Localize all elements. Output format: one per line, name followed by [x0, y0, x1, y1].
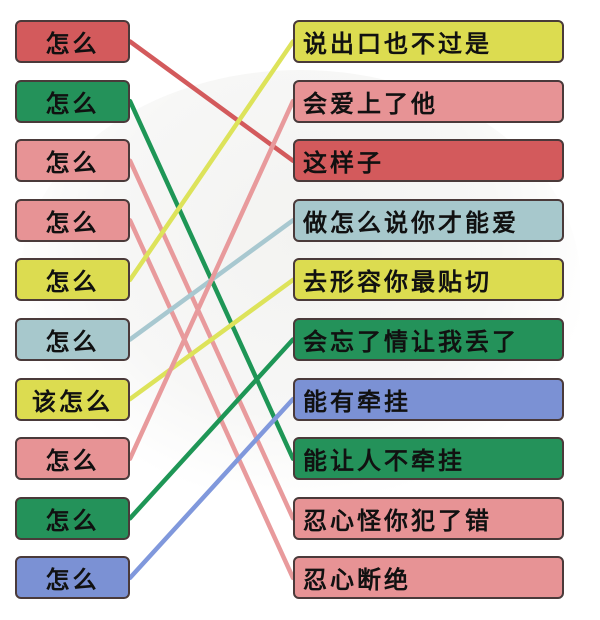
right-card-4[interactable]: 去形容你最贴切: [293, 258, 564, 302]
connection-line-6: [127, 277, 296, 402]
left-card-label: 该怎么: [32, 387, 113, 416]
connection-line-8: [127, 337, 296, 521]
right-card-1[interactable]: 会爱上了他: [293, 79, 564, 123]
right-card-label: 说出口也不过是: [303, 30, 492, 58]
right-card-8[interactable]: 忍心怪你犯了错: [293, 496, 564, 540]
left-card-label: 怎么: [45, 30, 100, 58]
left-card-9[interactable]: 怎么: [15, 556, 130, 600]
right-card-9[interactable]: 忍心断绝: [293, 556, 564, 600]
left-card-3[interactable]: 怎么: [15, 198, 130, 242]
right-card-7[interactable]: 能让人不牵挂: [293, 437, 564, 481]
right-card-label: 会爱上了他: [303, 89, 438, 118]
right-card-label: 这样子: [303, 149, 384, 178]
right-card-label: 忍心断绝: [303, 566, 411, 595]
right-card-label: 能让人不牵挂: [303, 447, 465, 476]
right-card-label: 做怎么说你才能爱: [303, 208, 519, 237]
left-card-0[interactable]: 怎么: [15, 20, 130, 63]
connection-line-3: [127, 218, 296, 581]
right-card-label: 能有牵挂: [303, 387, 411, 416]
left-card-label: 怎么: [45, 506, 100, 535]
right-card-label: 会忘了情让我丢了: [303, 328, 519, 356]
left-card-5[interactable]: 怎么: [15, 318, 130, 361]
connection-line-7: [127, 98, 296, 461]
left-card-label: 怎么: [45, 268, 100, 297]
left-card-2[interactable]: 怎么: [15, 139, 130, 183]
left-card-8[interactable]: 怎么: [15, 496, 130, 540]
right-card-5[interactable]: 会忘了情让我丢了: [293, 318, 564, 361]
left-card-label: 怎么: [45, 89, 100, 118]
left-card-label: 怎么: [45, 149, 100, 178]
connection-line-9: [127, 396, 296, 581]
right-card-2[interactable]: 这样子: [293, 139, 564, 183]
connection-line-0: [127, 39, 296, 163]
right-card-0[interactable]: 说出口也不过是: [293, 20, 564, 63]
right-card-label: 忍心怪你犯了错: [303, 506, 492, 535]
left-card-7[interactable]: 怎么: [15, 437, 130, 481]
left-card-label: 怎么: [45, 208, 100, 237]
left-card-label: 怎么: [45, 447, 100, 476]
left-card-1[interactable]: 怎么: [15, 79, 130, 123]
left-card-6[interactable]: 该怎么: [15, 377, 130, 421]
right-card-label: 去形容你最贴切: [303, 268, 492, 297]
right-card-6[interactable]: 能有牵挂: [293, 377, 564, 421]
left-card-label: 怎么: [45, 328, 100, 356]
connection-line-4: [127, 39, 296, 283]
left-card-4[interactable]: 怎么: [15, 258, 130, 302]
left-card-label: 怎么: [45, 566, 100, 595]
right-card-3[interactable]: 做怎么说你才能爱: [293, 198, 564, 242]
